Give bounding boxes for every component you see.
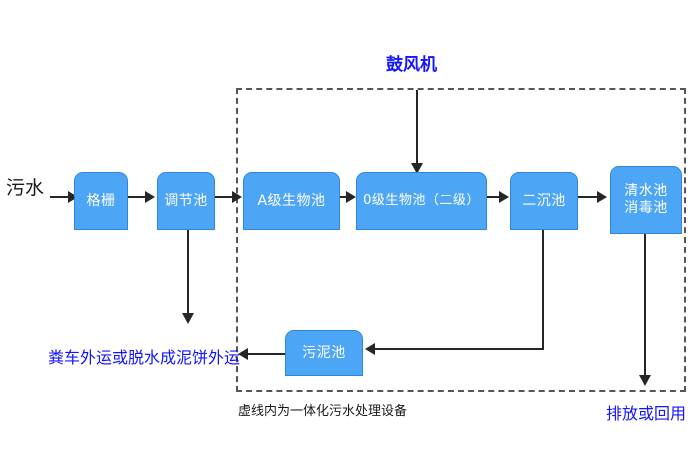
discharge-arrowhead (639, 375, 651, 386)
blower-feed-line (416, 90, 418, 164)
integrated-equipment-boundary (236, 88, 686, 392)
sludge-to-disposal-arrowhead (238, 348, 248, 360)
connector-o-stage-to-sedimentation (487, 196, 501, 198)
inlet-connector-line (50, 196, 70, 198)
sedimentation-to-sludge-arrowhead (365, 343, 375, 355)
sedimentation-to-sludge-horizontal-line (375, 348, 544, 350)
sedimentation-to-sludge-vertical-line (542, 230, 544, 349)
node-o-stage-bioreactor[interactable]: 0级生物池（二级） (356, 172, 487, 230)
node-sludge-tank[interactable]: 污泥池 (285, 330, 363, 376)
node-secondary-sedimentation-tank[interactable]: 二沉池 (510, 172, 578, 230)
connector-equalization-to-a-stage (215, 196, 234, 198)
arrowhead-equalization-to-a-stage (232, 191, 242, 203)
arrowhead-sedimentation-to-clearwater (597, 191, 607, 203)
node-grille[interactable]: 格栅 (74, 172, 128, 230)
blower-label: 鼓风机 (386, 55, 437, 75)
sludge-to-disposal-line (248, 353, 285, 355)
arrowhead-a-stage-to-o-stage (346, 191, 356, 203)
node-equalization-tank[interactable]: 调节池 (157, 172, 215, 230)
connector-grille-to-equalization (128, 196, 147, 198)
arrowhead-o-stage-to-sedimentation (499, 191, 509, 203)
inlet-arrowhead (68, 191, 78, 203)
node-clearwater-disinfection-tank[interactable]: 清水池 消毒池 (610, 166, 682, 234)
connector-sedimentation-to-clearwater (578, 196, 599, 198)
discharge-reuse-label: 排放或回用 (606, 404, 687, 423)
arrowhead-grille-to-equalization (145, 191, 155, 203)
sludge-disposal-label: 粪车外运或脱水成泥饼外运 (48, 348, 241, 367)
inlet-label: 污水 (6, 177, 45, 199)
discharge-line (644, 234, 646, 376)
equalization-sludge-drop-arrowhead (182, 313, 194, 324)
connector-a-stage-to-o-stage (340, 196, 349, 198)
blower-feed-arrowhead (411, 163, 423, 174)
equalization-sludge-drop-line (187, 230, 189, 314)
node-a-stage-bioreactor[interactable]: A级生物池 (243, 172, 340, 230)
equipment-boundary-caption: 虚线内为一体化污水处理设备 (238, 404, 408, 419)
